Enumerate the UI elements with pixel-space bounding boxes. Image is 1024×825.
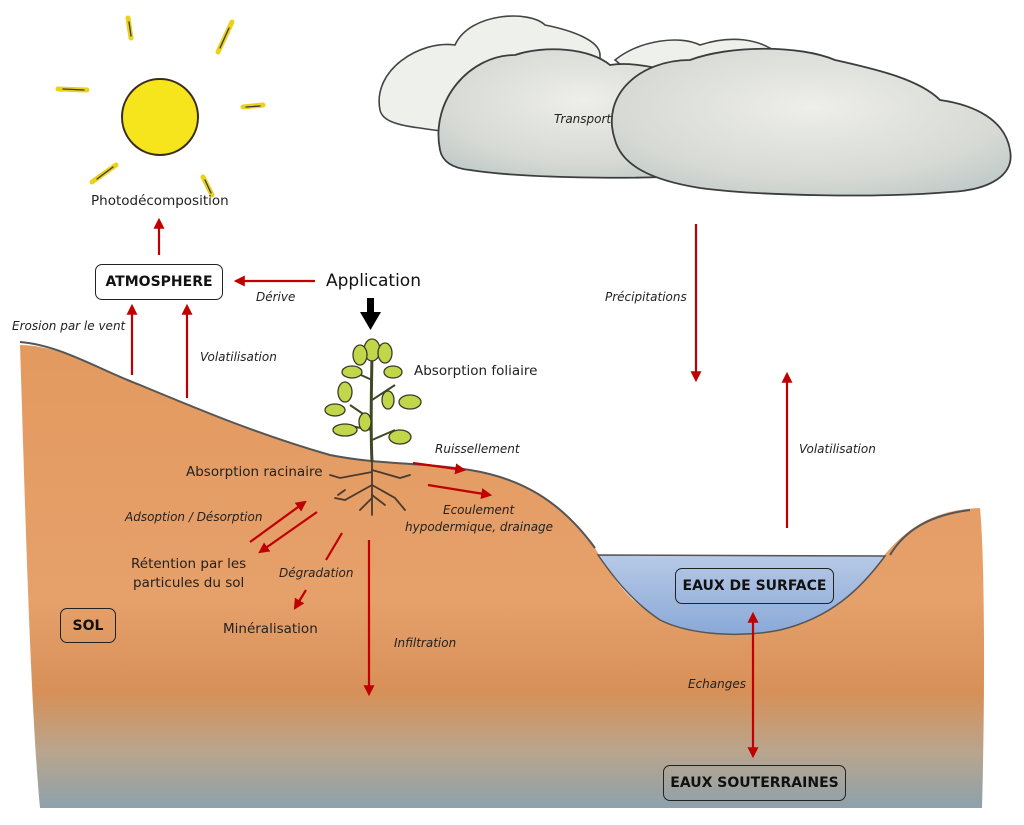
label-retention-1: Rétention par les <box>131 556 247 572</box>
cloud-icon <box>378 15 1012 197</box>
label-retention-2: particules du sol <box>133 575 245 591</box>
label-echanges: Echanges <box>688 677 746 691</box>
label-transport: Transport <box>554 112 612 126</box>
label-derive: Dérive <box>256 290 296 304</box>
arrow-mineralisation <box>293 589 307 610</box>
roots-icon <box>329 461 411 516</box>
arrow-adsorption <box>249 500 307 543</box>
label-ecoulement-2: hypodermique, drainage <box>405 520 554 534</box>
arrow-degradation-stem <box>325 532 343 561</box>
terrain-outline <box>19 341 596 549</box>
label-adsorption: Adsoption / Désorption <box>125 510 263 524</box>
label-precipitations: Précipitations <box>605 290 687 304</box>
plant-icon <box>324 338 422 463</box>
sun-icon <box>55 15 266 198</box>
label-absorption-racinaire: Absorption racinaire <box>186 464 323 480</box>
label-photodecomposition: Photodécomposition <box>91 193 229 209</box>
compartment-eaux-souterraines: EAUX SOUTERRAINES <box>663 765 846 801</box>
label-ecoulement-1: Ecoulement <box>443 503 515 517</box>
label-infiltration: Infiltration <box>394 636 457 650</box>
arrow-desorption <box>258 511 318 554</box>
arrow-ruissellement <box>412 461 467 475</box>
label-erosion-vent: Erosion par le vent <box>12 319 126 333</box>
surface-water <box>596 554 887 636</box>
soil-terrain <box>20 345 985 808</box>
compartment-eaux-surface: EAUX DE SURFACE <box>675 568 834 604</box>
label-volatilisation-eau: Volatilisation <box>799 442 876 456</box>
label-absorption-foliaire: Absorption foliaire <box>414 363 538 379</box>
label-application: Application <box>326 271 421 291</box>
compartment-atmosphere: ATMOSPHERE <box>95 264 223 300</box>
label-degradation: Dégradation <box>279 566 354 580</box>
label-volatilisation-sol: Volatilisation <box>200 350 277 364</box>
label-mineralisation: Minéralisation <box>223 621 318 637</box>
arrow-ecoulement <box>427 483 493 500</box>
compartment-sol: SOL <box>60 608 116 643</box>
down-arrow-icon <box>360 298 381 330</box>
label-ruissellement: Ruissellement <box>435 442 520 456</box>
